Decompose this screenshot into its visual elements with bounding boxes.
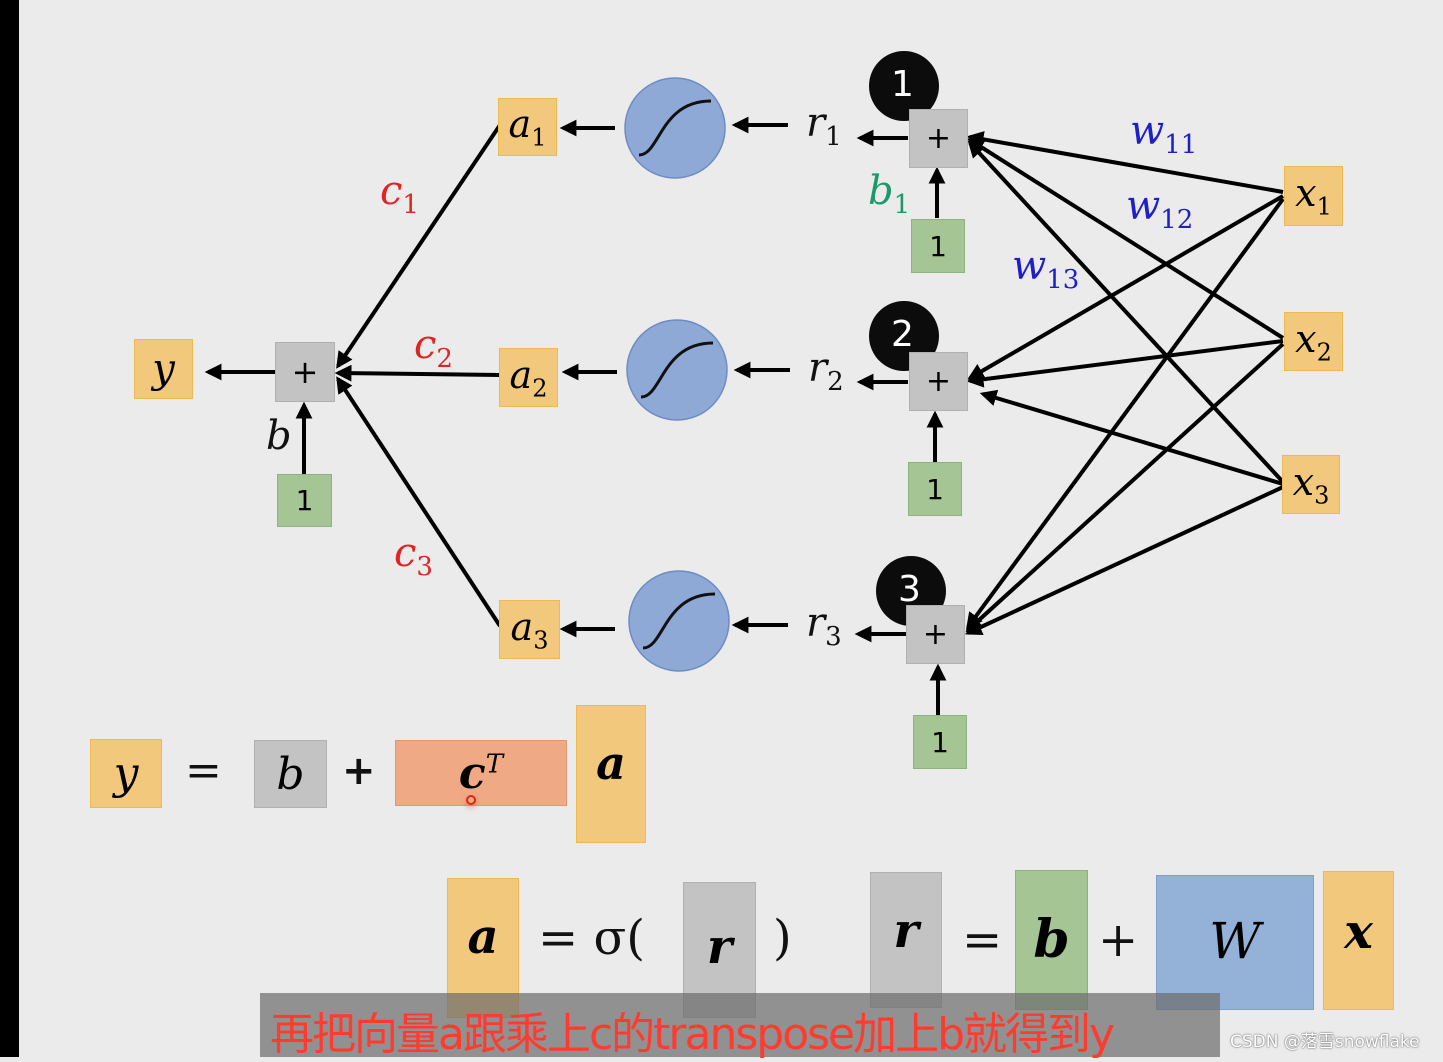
left-black-border: [0, 0, 19, 1057]
input-x1: x1: [1284, 166, 1343, 226]
eq3-equals: =: [962, 912, 1003, 968]
edge-a2-to-sum: [334, 364, 501, 382]
eq3-r-box: r: [870, 872, 942, 1008]
eq3-W-box: W: [1156, 875, 1314, 1010]
edge-x2-n1: [967, 138, 1285, 340]
sigmoid-node-2: [626, 319, 728, 421]
eq1-b-box: b: [254, 740, 327, 808]
output-bias-input: 1: [277, 474, 332, 527]
neuron-2-sum: +: [909, 352, 968, 411]
edge-x1-n2: [967, 194, 1285, 380]
subtitle-bar: [260, 993, 1220, 1057]
sigmoid-curve-icon: [640, 341, 714, 399]
sigmoid-curve-icon: [638, 99, 712, 157]
input-x2: x2: [1284, 312, 1343, 371]
edge-x3-n2: [979, 389, 1284, 486]
activation-a3: a3: [499, 600, 560, 659]
eq1-c-transpose-box: cT: [395, 740, 567, 806]
eq1-y-box: y: [90, 739, 162, 808]
eq1-plus: +: [342, 748, 376, 794]
neuron-3-sum: +: [906, 605, 965, 664]
weight-label-c2: c2: [414, 322, 453, 374]
weight-label-w11: w11: [1130, 108, 1198, 160]
neuron-2-bias-input: 1: [908, 462, 962, 516]
subtitle-text: 再把向量a跟乘上c的transpose加上b就得到y: [270, 1009, 1115, 1060]
eq3-plus: +: [1098, 912, 1139, 968]
edge-x1-n1: [966, 131, 1284, 194]
edge-x1-n3: [966, 197, 1285, 630]
edge-x3-n3: [964, 485, 1284, 635]
output-y-node: y: [134, 339, 193, 399]
eq3-x-box: x: [1323, 871, 1394, 1010]
eq1-equals: =: [185, 745, 222, 796]
edge-x2-n2: [966, 339, 1284, 388]
output-sum-node: +: [275, 342, 335, 402]
neuron-index-3: 3: [898, 569, 921, 610]
input-x3: x3: [1282, 455, 1340, 514]
neuron-index-2: 2: [891, 314, 914, 355]
watermark: CSDN @落雪snowflake: [1230, 1032, 1420, 1052]
neuron-1-sum: +: [909, 109, 968, 168]
activation-a2: a2: [499, 348, 558, 407]
neuron-3-bias-input: 1: [913, 715, 967, 769]
pre-activation-r3: r3: [806, 600, 842, 652]
weight-label-w13: w13: [1012, 243, 1080, 295]
weight-label-c1: c1: [380, 168, 419, 220]
edge-a1-to-sum: [336, 123, 502, 369]
activation-a1: a1: [498, 98, 557, 156]
edge-x2-n3: [965, 342, 1285, 633]
neuron-index-1: 1: [891, 64, 914, 105]
eq2-sigma-open: = σ(: [538, 910, 645, 966]
edge-x3-n1: [967, 140, 1285, 484]
output-bias-label: b: [266, 413, 292, 459]
bias-label-b1: b1: [868, 168, 911, 220]
neuron-index-badge-1: [869, 51, 939, 121]
sigmoid-node-3: [628, 570, 730, 672]
pre-activation-r1: r1: [806, 100, 842, 152]
edge-a3-to-sum: [336, 376, 502, 628]
sigmoid-curve-icon: [642, 592, 716, 650]
weight-label-c3: c3: [394, 530, 433, 582]
neuron-1-bias-input: 1: [911, 219, 965, 273]
sigmoid-node-1: [624, 77, 726, 179]
pre-activation-r2: r2: [808, 345, 844, 397]
eq1-a-box: a: [576, 705, 646, 843]
eq2-close-paren: ): [773, 910, 792, 966]
mouse-cursor-indicator: [466, 795, 476, 805]
eq3-b-box: b: [1015, 870, 1088, 1010]
weight-label-w12: w12: [1126, 183, 1194, 235]
